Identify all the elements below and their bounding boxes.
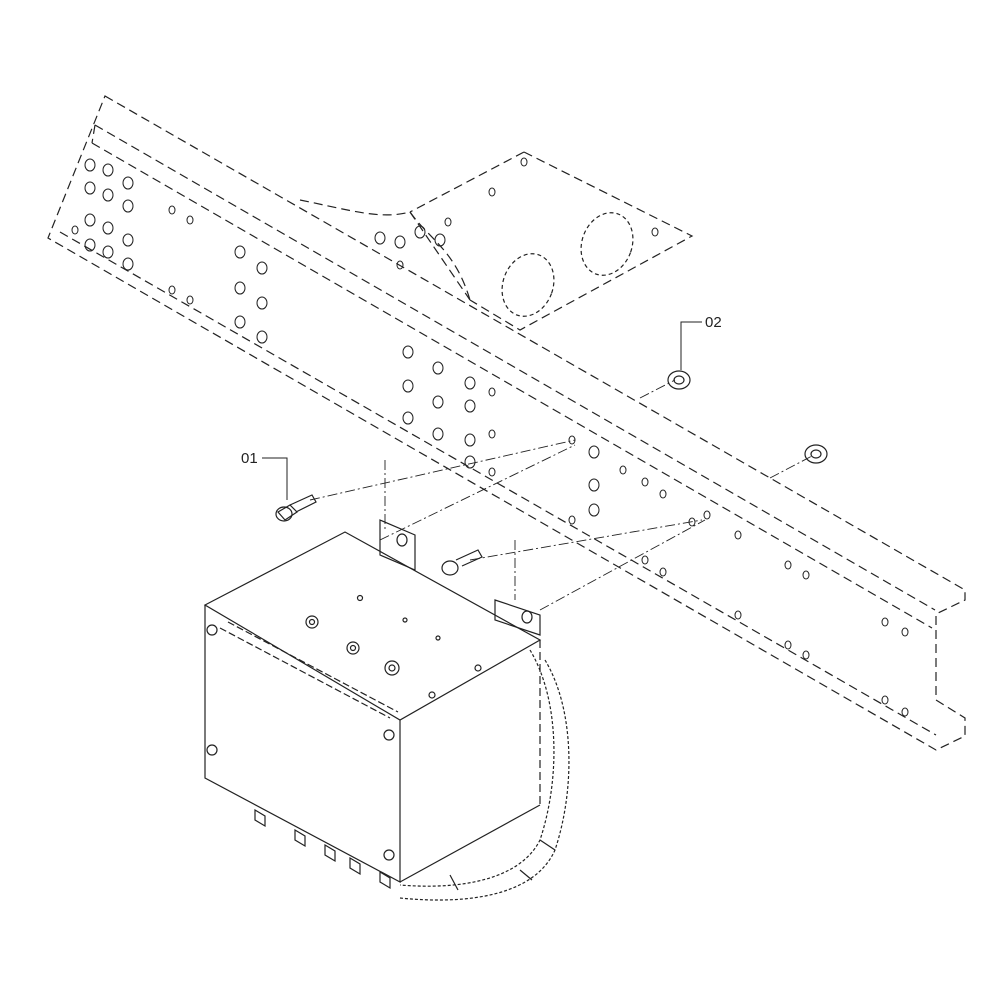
callout-02: 02 — [705, 314, 722, 331]
cross-member-holes — [501, 212, 634, 317]
cross-member — [299, 151, 694, 331]
bolt-2 — [441, 549, 483, 576]
frame-rail — [47, 95, 966, 751]
callout-leaders — [262, 321, 702, 500]
nut-2 — [804, 444, 828, 464]
bolt-1 — [275, 494, 317, 522]
callout-01: 01 — [241, 450, 258, 467]
battery-box — [203, 519, 570, 901]
assembly-lines — [309, 379, 813, 611]
frame-rail-holes — [71, 157, 909, 717]
nut-1 — [667, 370, 691, 390]
